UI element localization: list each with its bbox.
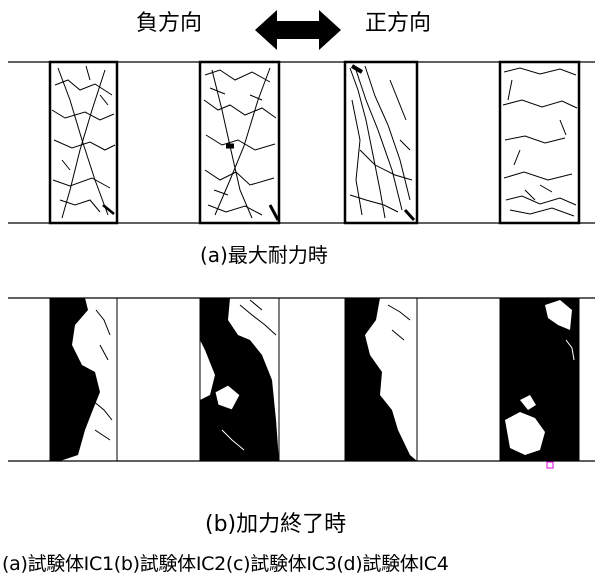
- column-ic1-end: [49, 297, 118, 462]
- selection-marker: [546, 461, 554, 469]
- column-ic2-max: [198, 60, 281, 225]
- row-max-strength: [8, 60, 595, 225]
- positive-direction-label: 正方向: [365, 11, 432, 36]
- column-ic3-max: [343, 60, 419, 225]
- row-end-of-loading: [8, 297, 595, 469]
- column-ic1-max: [48, 60, 119, 225]
- caption-end-of-loading: (b)加力終了時: [205, 512, 347, 537]
- column-ic2-end: [199, 297, 280, 462]
- double-headed-arrow-icon: [255, 10, 341, 50]
- column-ic4-max: [498, 60, 581, 225]
- column-ic3-end: [344, 297, 418, 462]
- caption-max-strength: (a)最大耐力時: [200, 243, 328, 267]
- negative-direction-label: 負方向: [136, 11, 203, 36]
- column-ic4-end: [499, 297, 580, 469]
- specimen-labels: (a)試験体IC1(b)試験体IC2(c)試験体IC3(d)試験体IC4: [2, 553, 449, 575]
